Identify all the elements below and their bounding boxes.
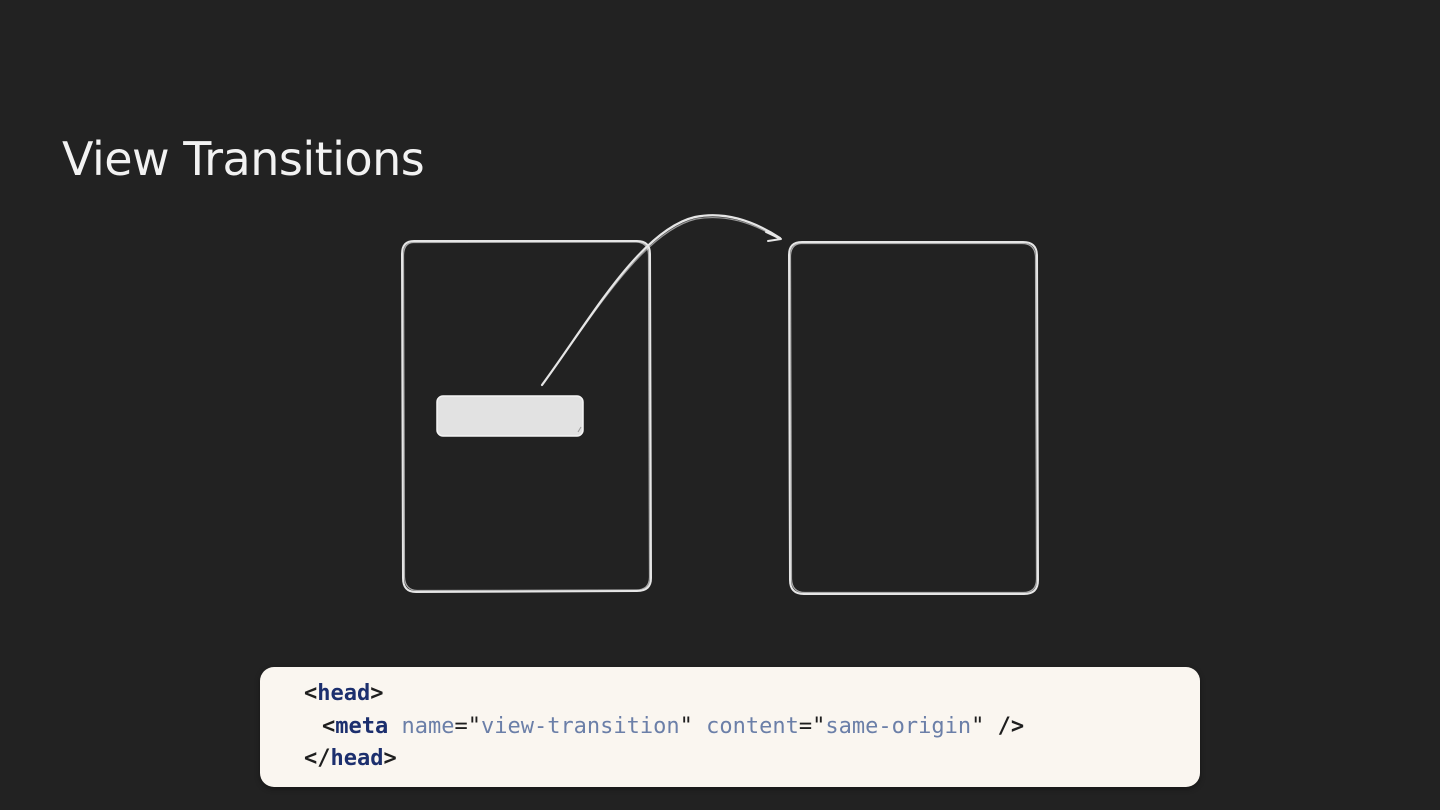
- page-before-frame: [401, 240, 652, 593]
- name-attribute: name: [401, 713, 455, 739]
- code-line-meta: <meta name="view-transition" content="sa…: [322, 713, 1025, 739]
- name-attribute-value: view-transition: [480, 713, 680, 739]
- code-line-head-open: <head>: [304, 681, 384, 706]
- slide-title: View Transitions: [62, 132, 425, 186]
- code-line-head-close: </head>: [304, 746, 397, 771]
- page-after-frame: [788, 241, 1039, 595]
- meta-tag: meta: [335, 713, 389, 739]
- content-attribute: content: [706, 713, 799, 739]
- content-attribute-value: same-origin: [825, 713, 972, 739]
- transition-arrow: [540, 214, 782, 387]
- code-snippet: <head> <meta name="view-transition" cont…: [260, 667, 1200, 787]
- head-tag: head: [317, 681, 371, 706]
- head-close-tag: head: [330, 746, 384, 771]
- transition-sketch: [401, 214, 1039, 595]
- shared-element-before: [436, 395, 584, 437]
